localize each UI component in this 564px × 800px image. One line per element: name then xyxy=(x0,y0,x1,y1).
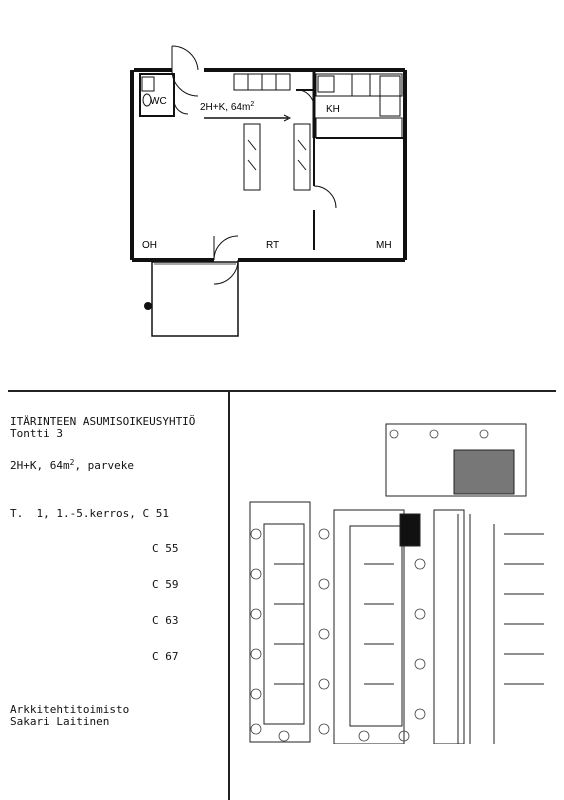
floor-plan: WC KH OH RT MH 2H+K, 64m2 xyxy=(130,45,407,337)
plot-number: Tontti 3 xyxy=(10,427,63,440)
apartment-item: C 67 xyxy=(152,650,179,663)
area-label: 2H+K, 64m2 xyxy=(200,101,254,113)
site-plan xyxy=(249,423,544,744)
room-label-rt: RT xyxy=(266,240,279,251)
horizontal-divider xyxy=(8,390,556,392)
apartment-item: C 59 xyxy=(152,578,179,591)
room-label-kh: KH xyxy=(326,104,340,115)
apartment-list: C 55 C 59 C 63 C 67 xyxy=(152,519,179,675)
apartment-item: C 63 xyxy=(152,614,179,627)
vertical-divider xyxy=(228,392,230,800)
room-label-oh: OH xyxy=(142,240,157,251)
room-label-wc: WC xyxy=(150,96,167,107)
association-name: ITÄRINTEEN ASUMISOIKEUSYHTIÖ xyxy=(10,415,196,428)
floor-info: T. 1, 1.-5.kerros, C 51 xyxy=(10,507,169,520)
apartment-item: C 55 xyxy=(152,542,179,555)
apartment-description: 2H+K, 64m2, parveke xyxy=(10,458,135,472)
room-label-mh: MH xyxy=(376,240,392,251)
